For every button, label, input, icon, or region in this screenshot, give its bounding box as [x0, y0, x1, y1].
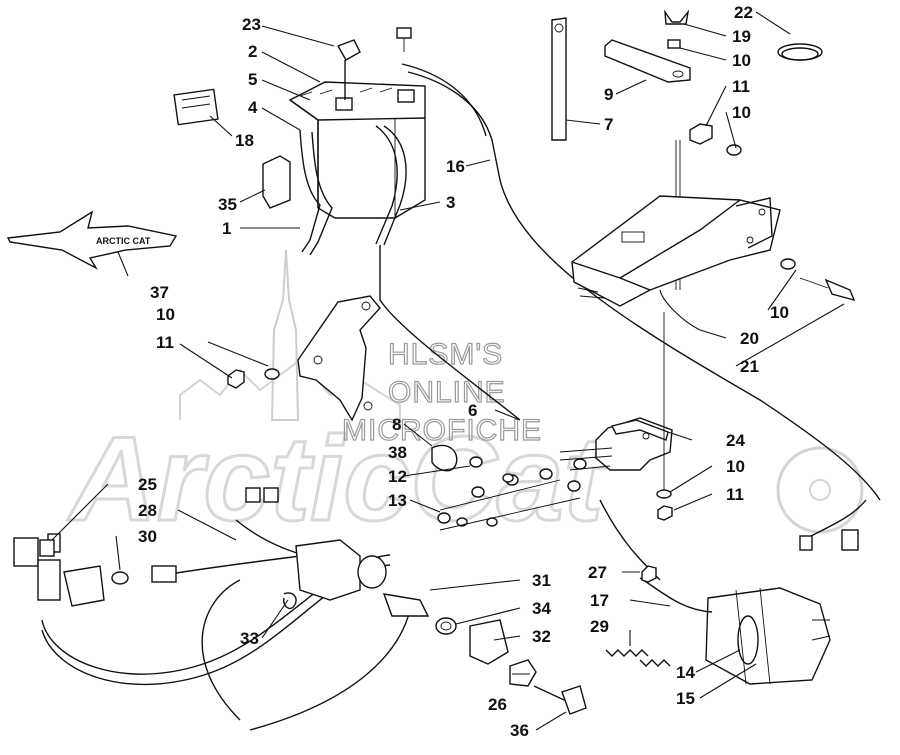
callout-11-solenoid: 11	[726, 485, 744, 504]
callout-3: 3	[446, 193, 455, 212]
cable-clip	[282, 592, 297, 610]
decal	[173, 88, 219, 126]
callout-27: 27	[588, 563, 607, 582]
watermark-building	[179, 358, 401, 430]
callout-8: 8	[392, 415, 401, 434]
clamp-ring	[737, 615, 759, 665]
callout-10-tray: 10	[770, 303, 789, 322]
hold-down-strap	[551, 17, 567, 141]
callout-10-solenoid: 10	[726, 457, 745, 476]
leader-lines	[51, 11, 845, 731]
callout-37: 37	[150, 283, 169, 302]
watermark-text: HLSM'S ONLINE MICROFICHE	[341, 337, 542, 447]
battery-strap	[299, 129, 333, 256]
callout-18: 18	[235, 131, 254, 150]
watermark-spire	[270, 249, 300, 421]
ignition-key	[533, 685, 587, 715]
callout-10-left: 10	[156, 305, 175, 324]
battery-bracket	[604, 39, 691, 83]
bracket-screw	[63, 565, 129, 607]
callout-24: 24	[726, 431, 745, 450]
positive-cable	[401, 63, 881, 501]
ignition-connector	[151, 487, 279, 583]
watermark-line-1: HLSM'S	[388, 338, 503, 371]
callout-9: 9	[604, 85, 613, 104]
cable-tie	[777, 43, 823, 61]
callout-11-left: 11	[156, 333, 174, 352]
battery-tray	[571, 195, 781, 307]
battery-pad	[262, 155, 291, 209]
callout-23: 23	[242, 15, 261, 34]
callout-1: 1	[222, 219, 231, 238]
tray-bolt	[780, 258, 856, 302]
callout-13: 13	[388, 491, 407, 510]
callout-4: 4	[248, 98, 258, 117]
negative-cable	[375, 125, 521, 421]
callout-29: 29	[590, 617, 609, 636]
starter-cable	[599, 499, 867, 613]
callout-31: 31	[532, 571, 551, 590]
callout-30: 30	[138, 527, 157, 546]
callout-10-top: 10	[732, 51, 751, 70]
watermark-line-2: ONLINE	[388, 376, 506, 409]
callout-16: 16	[446, 157, 465, 176]
callout-34: 34	[532, 599, 551, 618]
callout-32: 32	[532, 627, 551, 646]
callout-labels: 23 2 5 4 18 35 1 37 16 3 22 19 10 11 10 …	[138, 3, 789, 740]
solenoid-bracket	[610, 419, 669, 441]
switch-plate	[469, 619, 509, 665]
mounting-bracket	[297, 295, 381, 422]
svg-text:ARCTIC CAT: ARCTIC CAT	[96, 236, 151, 246]
callout-20: 20	[740, 329, 759, 348]
callout-21: 21	[740, 357, 759, 376]
callout-17: 17	[590, 591, 609, 610]
starter-motor	[705, 587, 831, 685]
watermark-graphic: ArcticCat	[66, 249, 864, 548]
brand-logo: ARCTIC CAT	[6, 210, 178, 270]
callout-38: 38	[388, 443, 407, 462]
nut-washer-left	[227, 368, 280, 389]
callout-7: 7	[604, 115, 613, 134]
wing-nut	[664, 9, 690, 49]
callout-10-upper: 10	[732, 103, 751, 122]
callout-26: 26	[488, 695, 507, 714]
callout-2: 2	[248, 42, 257, 61]
battery	[288, 81, 426, 219]
grommet	[431, 444, 458, 472]
callout-36: 36	[510, 721, 529, 740]
watermark-wheel	[776, 446, 864, 534]
callout-14: 14	[676, 663, 695, 682]
switch-bezel	[509, 659, 537, 687]
battery-bolt	[396, 27, 412, 52]
fuse-holder	[39, 539, 55, 557]
callout-6: 6	[468, 401, 477, 420]
callout-22: 22	[734, 3, 753, 22]
callout-5: 5	[248, 70, 257, 89]
springs	[605, 649, 671, 667]
callout-33: 33	[240, 629, 259, 648]
terminal-hardware	[437, 456, 587, 531]
starter-nut	[641, 565, 657, 583]
callout-11-top: 11	[732, 77, 750, 96]
callout-12: 12	[388, 467, 407, 486]
switch-nut	[435, 617, 457, 635]
ignition-switch	[295, 539, 430, 617]
callout-28: 28	[138, 501, 157, 520]
vent-tube	[336, 39, 361, 100]
solenoid-nut	[656, 312, 673, 521]
callout-25: 25	[138, 475, 157, 494]
watermark-wheel-hub	[809, 479, 831, 501]
watermark-logotype: ArcticCat	[67, 412, 609, 546]
callout-15: 15	[676, 689, 695, 708]
callout-35: 35	[218, 195, 237, 214]
watermark-line-3: MICROFICHE	[342, 414, 542, 447]
callout-19: 19	[732, 27, 751, 46]
